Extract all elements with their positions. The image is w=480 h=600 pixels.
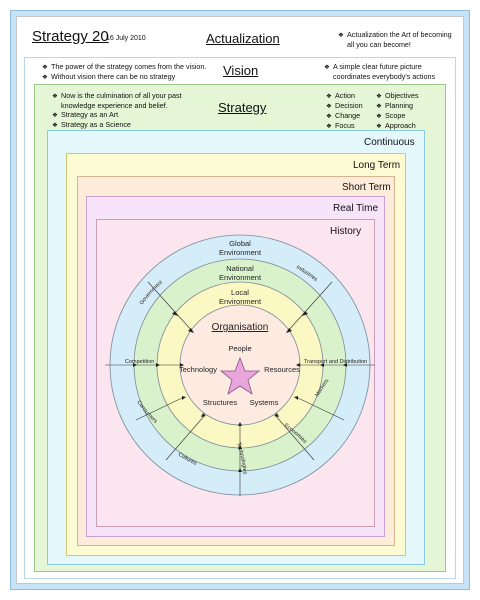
core-element-structures: Structures — [203, 398, 237, 407]
national-environment-label-line1: National — [226, 264, 254, 273]
date-label: 16 July 2010 — [106, 35, 146, 42]
diamond-bullet-icon: ❖ — [376, 113, 382, 120]
strategy-heading: Strategy — [218, 100, 267, 115]
diamond-bullet-icon: ❖ — [52, 122, 58, 129]
diamond-bullet-icon: ❖ — [52, 112, 58, 119]
core-star — [219, 356, 261, 395]
diamond-bullet-icon: ❖ — [326, 123, 332, 130]
strategy-column-1: ❖Action ❖Decision ❖Change ❖Focus — [326, 91, 363, 130]
diamond-bullet-icon: ❖ — [326, 113, 332, 120]
spoke-label-transport-and-distribution: Transport and Distribution — [304, 359, 367, 365]
strategy-points: ❖Now is the culmination of all your past… — [52, 91, 182, 129]
star-icon — [219, 356, 261, 395]
vision-points: ❖The power of the strategy comes from th… — [42, 62, 207, 81]
strategy-column-2: ❖Objectives ❖Planning ❖Scope ❖Approach — [376, 91, 419, 130]
actualization-heading: Actualization — [206, 31, 280, 46]
diamond-bullet-icon: ❖ — [42, 74, 48, 81]
local-environment-label-line2: Environment — [219, 297, 262, 306]
global-environment-label-line1: Global — [229, 239, 251, 248]
diamond-bullet-icon: ❖ — [376, 93, 382, 100]
organisation-label: Organisation — [212, 322, 269, 333]
core-element-people: People — [228, 344, 251, 353]
spoke-lines — [105, 281, 375, 496]
diamond-bullet-icon: ❖ — [324, 64, 330, 71]
vision-heading: Vision — [223, 63, 259, 78]
local-environment-label-line1: Local — [231, 288, 249, 297]
level-history-label: History — [330, 226, 362, 237]
national-environment-label-line2: Environment — [219, 273, 262, 282]
boundary-arrow-ticks — [133, 311, 347, 472]
diamond-bullet-icon: ❖ — [42, 64, 48, 71]
diamond-bullet-icon: ❖ — [326, 93, 332, 100]
diamond-bullet-icon: ❖ — [376, 123, 382, 130]
core-element-resources: Resources — [264, 365, 300, 374]
level-long-term-label: Long Term — [353, 160, 401, 171]
actualization-note: ❖Actualization the Art of becoming all y… — [338, 30, 452, 49]
diamond-bullet-icon: ❖ — [376, 103, 382, 110]
page-title: Strategy 20 — [32, 28, 109, 45]
core-element-systems: Systems — [250, 398, 279, 407]
diamond-bullet-icon: ❖ — [338, 32, 344, 39]
global-environment-label-line2: Environment — [219, 248, 262, 257]
spoke-label-competition: Competition — [125, 359, 154, 365]
diamond-bullet-icon: ❖ — [52, 93, 58, 100]
core-element-technology: Technology — [179, 365, 217, 374]
level-continuous-label: Continuous — [364, 137, 415, 148]
level-short-term-label: Short Term — [342, 182, 391, 193]
diamond-bullet-icon: ❖ — [326, 103, 332, 110]
vision-note: ❖A simple clear future picture coordinat… — [324, 62, 436, 81]
level-real-time-label: Real Time — [333, 203, 379, 214]
